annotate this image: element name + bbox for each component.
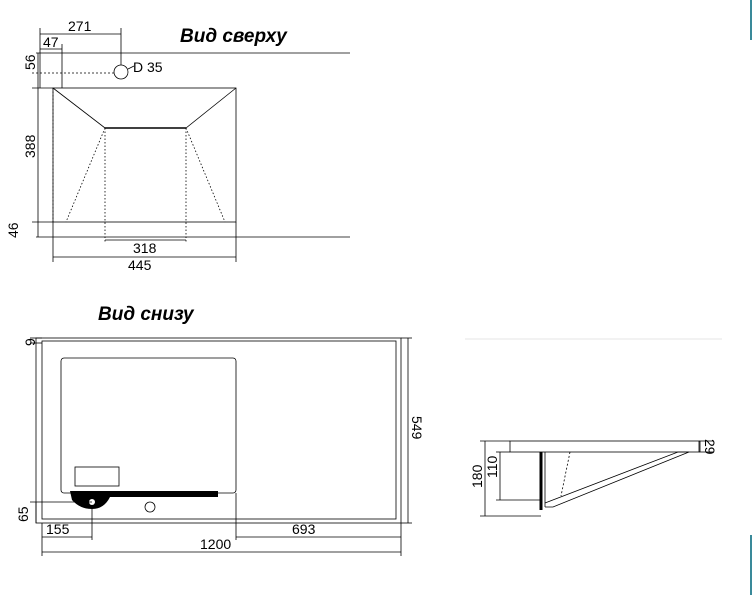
dim-46: 46 <box>5 222 21 238</box>
dim-47: 47 <box>43 34 59 50</box>
faucet-hole <box>113 64 129 80</box>
dim-445: 445 <box>128 257 152 273</box>
dim-271: 271 <box>68 18 92 34</box>
top-view: Вид сверху D 35 271 47 56 388 4 <box>5 18 350 273</box>
overflow-hole <box>144 501 156 513</box>
dim-9: 9 <box>22 338 38 346</box>
dim-65: 65 <box>15 506 31 522</box>
dim-56: 56 <box>22 54 38 70</box>
basin-bevel <box>185 87 237 129</box>
bottom-view-title: Вид снизу <box>98 304 195 325</box>
hole-leader <box>127 65 135 70</box>
dim-388: 388 <box>22 134 38 158</box>
dim-155: 155 <box>46 521 70 537</box>
bracket-hidden <box>560 451 571 497</box>
basin-hidden-line <box>65 127 106 223</box>
basin-bevel <box>52 87 106 129</box>
basin-outline <box>52 87 237 223</box>
dim-318: 318 <box>133 240 157 256</box>
countertop-outer <box>35 337 402 524</box>
countertop-profile <box>509 440 700 453</box>
drain-channel <box>70 491 218 509</box>
dim-1200: 1200 <box>200 536 231 552</box>
bracket-plate <box>74 466 120 487</box>
bracket-brace <box>544 451 690 508</box>
dim-hole-diameter: D 35 <box>133 59 163 75</box>
dim-693: 693 <box>292 521 316 537</box>
dim-110: 110 <box>484 455 500 478</box>
dim-180: 180 <box>469 464 485 488</box>
side-view: 29 110 180 <box>465 338 722 517</box>
dim-549: 549 <box>409 416 425 440</box>
top-view-title: Вид сверху <box>180 26 288 47</box>
countertop-inner <box>41 340 397 520</box>
dim-29: 29 <box>702 439 718 455</box>
basin-hidden-line <box>185 127 226 223</box>
basin-underside <box>60 357 237 494</box>
bottom-view: Вид снизу 9 549 65 155 693 1200 <box>15 304 425 556</box>
